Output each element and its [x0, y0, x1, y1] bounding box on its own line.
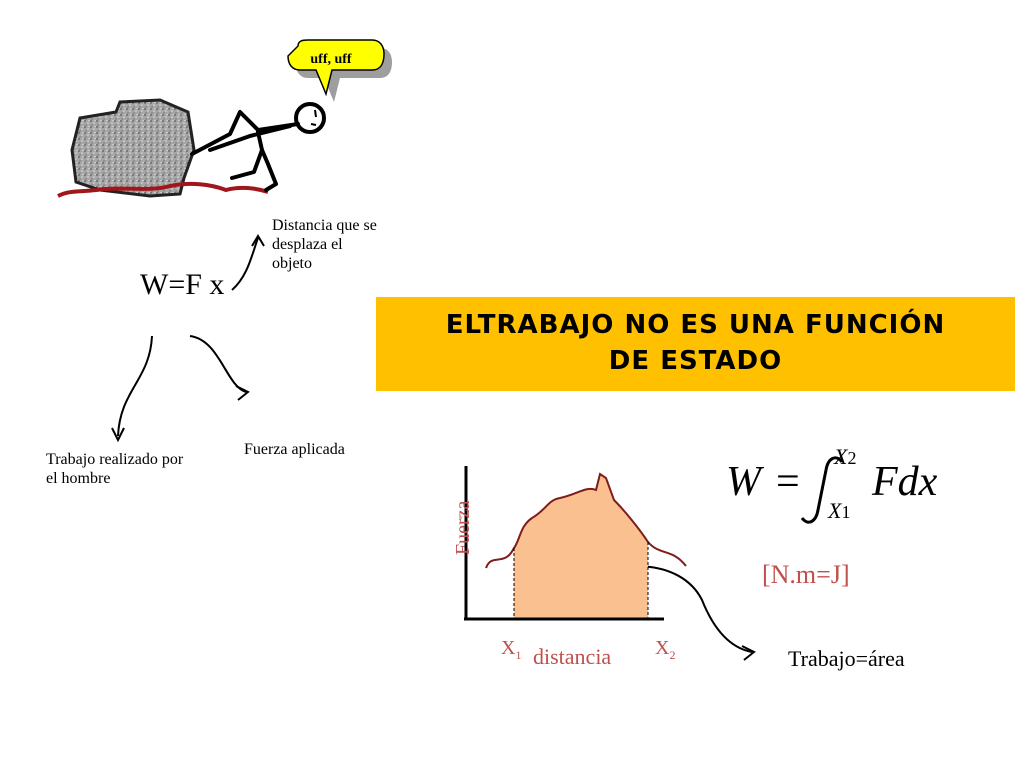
banner-line-2: DE ESTADO: [608, 346, 783, 376]
x2-tick-label: X2: [655, 637, 676, 662]
integral-upper-limit: X2: [834, 444, 857, 469]
force-note: Fuerza aplicada: [244, 441, 345, 458]
equation-lhs: W: [726, 459, 761, 505]
x-axis-label: distancia: [533, 644, 612, 669]
equation-equals: =: [776, 459, 800, 505]
speech-bubble-text: uff, uff: [310, 52, 352, 67]
integral-lower-limit: X1: [828, 498, 851, 523]
shaded-area: [514, 474, 648, 618]
rock: [70, 98, 196, 198]
work-note: Trabajo realizado por el hombre: [46, 451, 184, 487]
equation-integrand: Fdx: [872, 459, 938, 505]
integral-sign: [800, 456, 844, 524]
work-formula: W=F x: [140, 268, 225, 301]
units-label: [N.m=J]: [762, 560, 850, 589]
force-curve: [485, 472, 687, 569]
distance-note: Distancia que se desplaza el objeto: [272, 217, 377, 272]
x1-tick-label: X1: [501, 637, 522, 662]
ground-line: [57, 181, 269, 198]
stick-man: [190, 102, 326, 192]
work-area-note: Trabajo=área: [788, 646, 905, 671]
speech-bubble: [287, 39, 392, 102]
banner-line-1: ELTRABAJO NO ES UNA FUNCIÓN: [445, 310, 946, 340]
state-function-banner: ELTRABAJO NO ES UNA FUNCIÓN DE ESTADO: [376, 297, 1015, 391]
y-axis-label: Fuerza: [452, 500, 474, 555]
banner-text: ELTRABAJO NO ES UNA FUNCIÓN DE ESTADO: [376, 307, 1015, 379]
